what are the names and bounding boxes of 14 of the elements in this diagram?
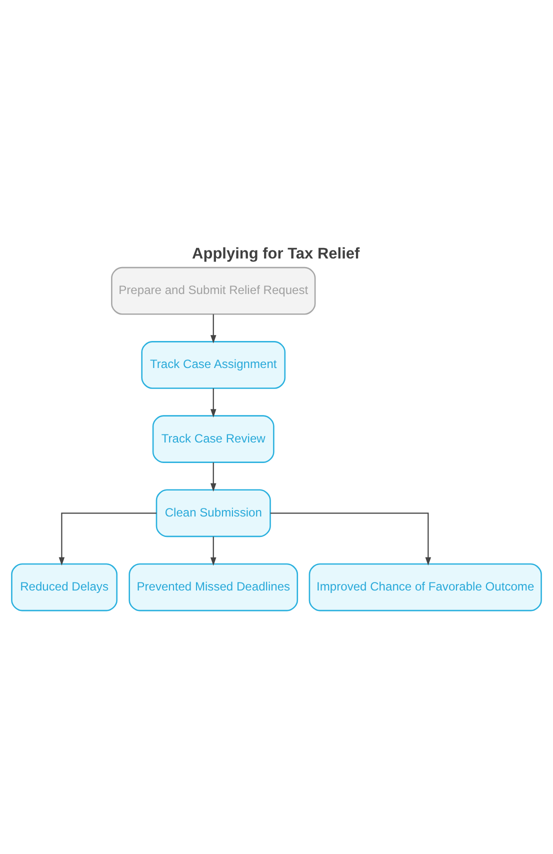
arrow [210, 462, 216, 492]
node-box: Track Case Assignment [141, 341, 286, 389]
arrow [210, 314, 216, 344]
node-box: Improved Chance of Favorable Outcome [308, 563, 542, 612]
node-box: Prevented Missed Deadlines [128, 563, 298, 612]
node-box: Prepare and Submit Relief Request [111, 266, 316, 315]
arrow [210, 388, 216, 418]
arrow [270, 512, 432, 566]
arrow [210, 536, 216, 566]
node-box: Clean Submission [156, 489, 271, 538]
node-box: Reduced Delays [11, 563, 118, 612]
arrow [58, 512, 156, 566]
node-box: Track Case Review [152, 415, 274, 463]
diagram-title: Applying for Tax Relief [192, 245, 360, 262]
